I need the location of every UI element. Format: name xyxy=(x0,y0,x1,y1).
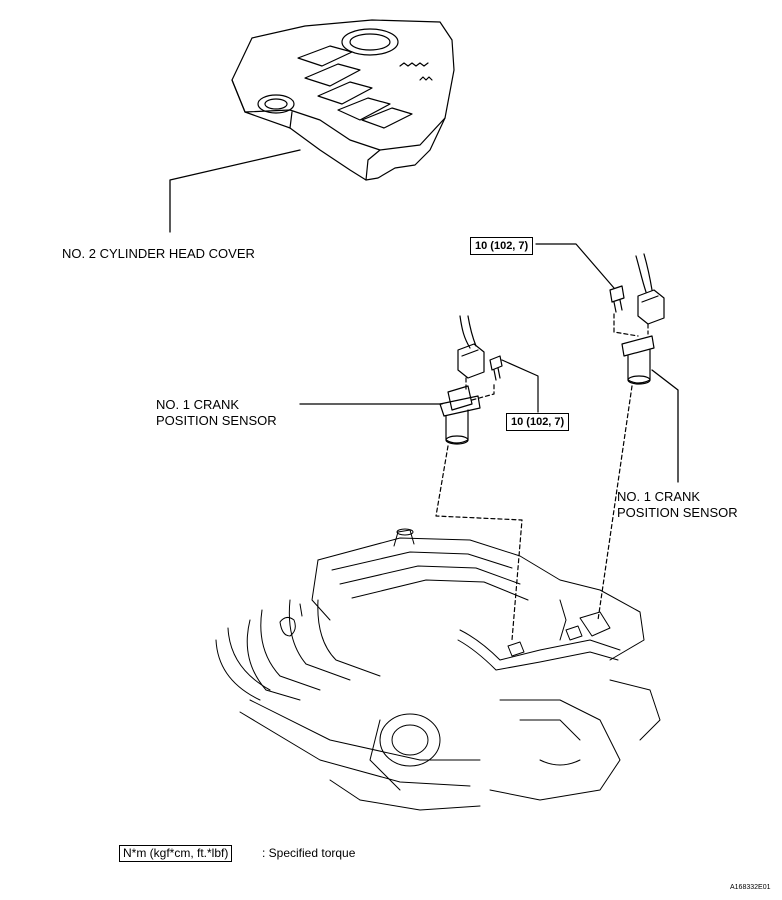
label-no2-cylinder-head-cover: NO. 2 CYLINDER HEAD COVER xyxy=(62,246,255,261)
legend-torque-description: : Specified torque xyxy=(262,846,356,860)
figure-code: A168332E01 xyxy=(730,884,771,891)
cylinder-head-cover-illustration xyxy=(231,19,455,181)
label-crank-sensor-left: NO. 1 CRANK POSITION SENSOR xyxy=(156,397,277,428)
left-crank-sensor-illustration xyxy=(439,315,503,445)
right-crank-sensor-illustration xyxy=(609,253,665,385)
torque-box-middle: 10 (102, 7) xyxy=(506,413,570,431)
legend-torque-unit: N*m (kgf*cm, ft.*lbf) xyxy=(119,845,233,862)
engine-illustration xyxy=(215,528,661,811)
torque-box-top-right: 10 (102, 7) xyxy=(470,237,534,255)
label-crank-sensor-right: NO. 1 CRANK POSITION SENSOR xyxy=(617,489,738,520)
